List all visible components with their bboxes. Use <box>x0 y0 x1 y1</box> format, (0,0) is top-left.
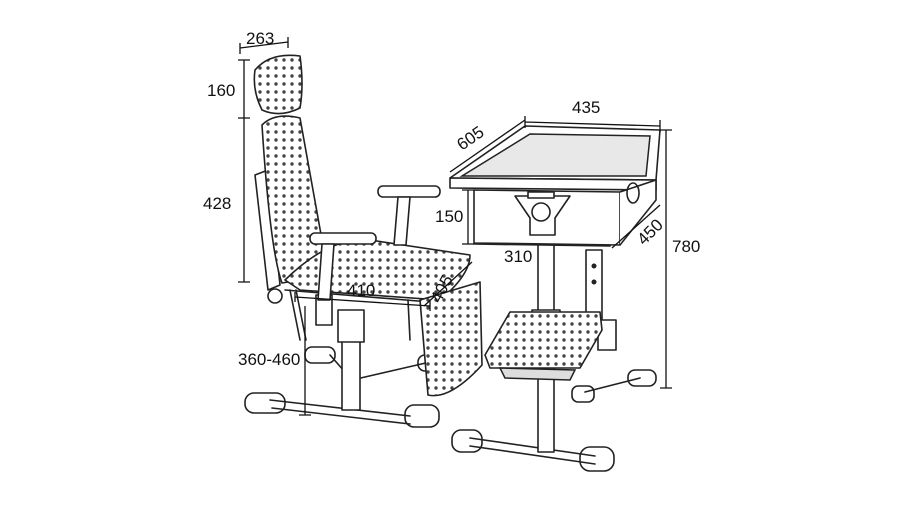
chair <box>244 54 483 428</box>
leg-rest <box>419 281 483 397</box>
backrest-frame <box>254 169 281 291</box>
seat-width-label: 410 <box>347 281 375 300</box>
knob <box>267 288 283 304</box>
drawer-clearance-label: 310 <box>504 247 532 266</box>
footrest <box>484 311 603 369</box>
armrests <box>309 185 441 301</box>
desk-height-label: 780 <box>672 237 700 256</box>
headrest-width-label: 263 <box>246 29 274 48</box>
drawer-height-label: 150 <box>435 207 463 226</box>
headrest-height-label: 160 <box>207 81 235 100</box>
desk-width-label: 435 <box>572 98 600 117</box>
seat-height-range-label: 360-460 <box>238 350 300 369</box>
backrest-height-label: 428 <box>203 194 231 213</box>
seat-frame <box>289 289 411 341</box>
desk <box>449 125 661 472</box>
chair-dimensions: 263 160 428 410 405 360-460 <box>203 29 473 416</box>
headrest <box>253 54 303 115</box>
